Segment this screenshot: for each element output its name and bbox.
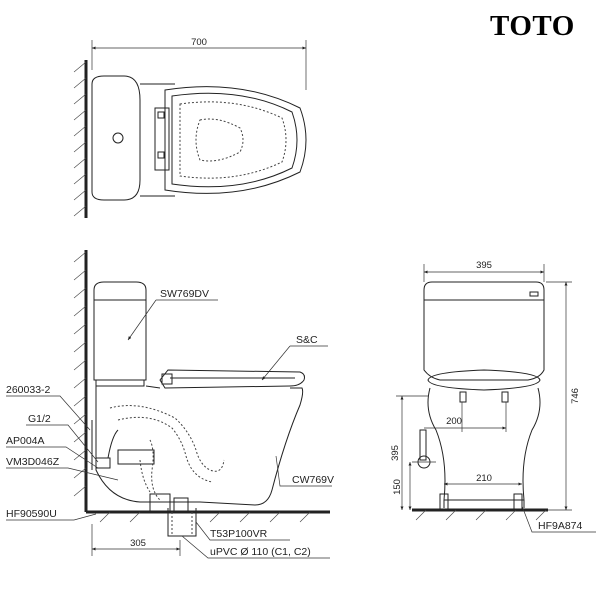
- front-view: 395 200 210: [390, 260, 596, 533]
- dim-395-height: 395: [390, 445, 401, 461]
- side-view: 305 SW769DV S&C 260033-2 G1/2 AP004A VM3…: [6, 250, 334, 559]
- seat-hinge: [154, 107, 170, 171]
- trapway: [109, 405, 225, 472]
- label-tank: SW769DV: [160, 288, 209, 300]
- side-view-seat: [159, 369, 305, 389]
- label-adapter: T53P100VR: [210, 528, 268, 540]
- label-bracket: 260033-2: [6, 384, 51, 396]
- brand-logo: TOTO: [490, 10, 575, 42]
- front-view-tank-lid: [423, 281, 545, 301]
- fixing-bolt-right: [513, 493, 523, 511]
- dim-305: 305: [130, 538, 146, 549]
- dim-700: 700: [191, 37, 207, 48]
- label-bowl: CW769V: [292, 474, 334, 486]
- fixing-bolt-left: [439, 493, 449, 511]
- side-view-tank: [93, 281, 147, 381]
- flush-button: [529, 291, 539, 297]
- flush-button-icon: [112, 132, 124, 144]
- label-fixing: HF9A874: [538, 520, 583, 532]
- dim-210: 210: [476, 473, 492, 484]
- dim-150: 150: [392, 479, 403, 495]
- label-pipe: uPVC Ø 110 (C1, C2): [210, 546, 311, 558]
- side-view-wall-hatch: [73, 251, 87, 497]
- label-hose: VM3D046Z: [6, 456, 60, 468]
- front-view-bowl: [427, 387, 541, 501]
- top-view-seat: [164, 86, 307, 194]
- label-flange: HF90590U: [6, 508, 57, 520]
- top-view-wall-hatch: [73, 61, 87, 217]
- label-seat: S&C: [296, 334, 318, 346]
- connector-box: [117, 449, 155, 465]
- side-view-bowl: [95, 386, 304, 506]
- top-view-bowl-opening: [195, 118, 244, 162]
- label-angle-valve: AP004A: [6, 435, 45, 447]
- top-view-tank: [91, 75, 141, 201]
- angle-valve: [95, 457, 111, 469]
- label-inlet-thread: G1/2: [28, 413, 51, 425]
- dim-746: 746: [570, 388, 581, 404]
- top-view: 700: [73, 37, 307, 218]
- dim-200: 200: [446, 416, 462, 427]
- front-view-seat: [427, 369, 541, 391]
- dim-395-width: 395: [476, 260, 492, 271]
